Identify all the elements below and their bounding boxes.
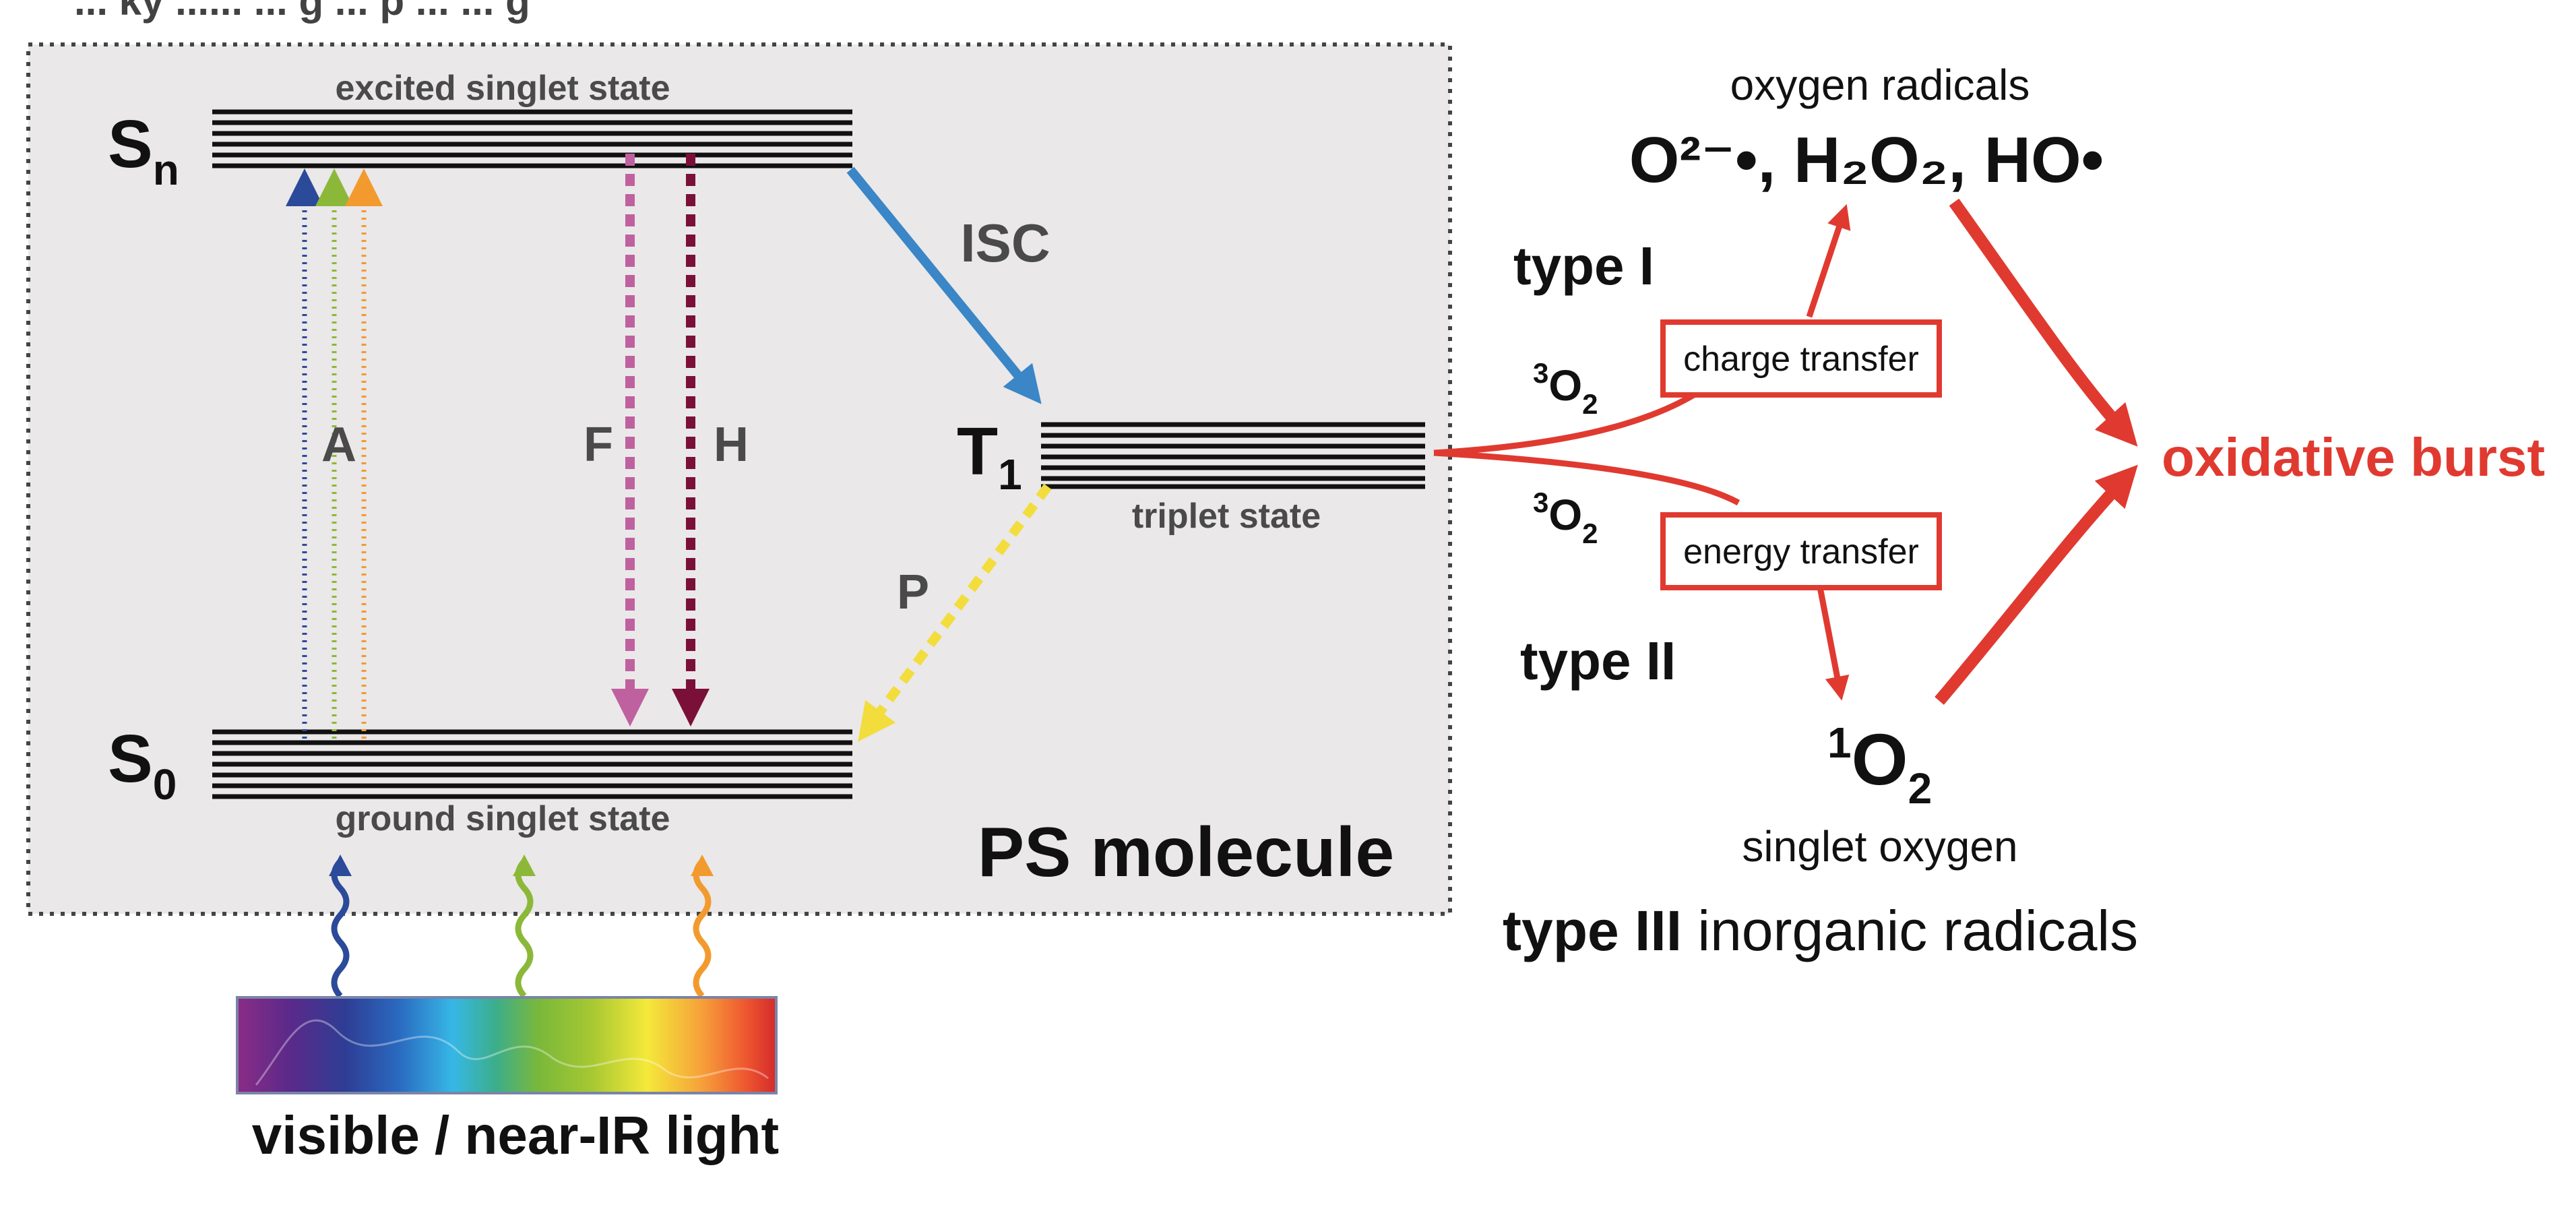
isc-label: ISC [960,213,1050,273]
triplet-levels [1041,422,1425,489]
light-spectrum-bar [236,996,778,1094]
charge-transfer-label: charge transfer [1683,340,1919,379]
spectrum-curve [255,1019,769,1086]
type2-label: type II [1520,631,1676,691]
oxidative-burst-label: oxidative burst [2162,427,2545,487]
light-wave-green-head [513,855,536,876]
type1-label: type I [1513,236,1654,296]
burst-arrow-from-singlet [1935,464,2138,705]
singlet-oxygen-label: singlet oxygen [1742,822,2017,871]
type1-arrow [1806,204,1851,318]
phosphorescence-label: P [897,565,929,619]
ground-state-symbol: S0 [108,721,177,809]
ground-singlet-levels [212,729,852,799]
triplet-oxygen-label-upper: 3O2 [1533,357,1598,420]
light-wave-blue [331,859,350,999]
type2-arrow [1816,583,1850,701]
oxygen-radicals-formula: O²⁻•, H₂O₂, HO• [1629,124,2104,196]
phosphorescence-arrow [858,483,1052,742]
light-label: visible / near-IR light [252,1105,779,1165]
light-wave-orange-head [691,855,714,876]
type3-label: type III inorganic radicals [1503,899,2138,962]
light-wave-green [515,859,534,999]
energy-transfer-box [1660,512,1942,590]
triplet-oxygen-label-lower: 3O2 [1533,487,1598,549]
excited-state-symbol: Sn [108,106,179,194]
triplet-label: triplet state [1132,497,1321,536]
fluorescence-label: F [584,418,613,472]
light-wave-orange [693,859,712,999]
heat-label: H [714,418,749,472]
isc-arrow [846,166,1042,404]
energy-transfer-label: energy transfer [1683,532,1919,571]
ground-singlet-label: ground singlet state [336,799,670,838]
triplet-state-symbol: T1 [957,414,1022,499]
excited-singlet-levels [212,109,852,168]
oxygen-radicals-title: oxygen radicals [1730,61,2030,109]
charge-transfer-box [1660,319,1942,398]
header-fragment: ... ky ...... ... g ... p ... ... g [74,0,530,24]
light-wave-blue-head [329,855,352,876]
absorption-label: A [321,418,356,472]
branch-type2 [1433,450,1740,505]
ps-molecule-label: PS molecule [978,813,1394,892]
burst-arrow-from-radicals [1949,198,2138,447]
excited-singlet-label: excited singlet state [335,69,670,108]
singlet-oxygen-symbol: 1O2 [1827,718,1932,813]
